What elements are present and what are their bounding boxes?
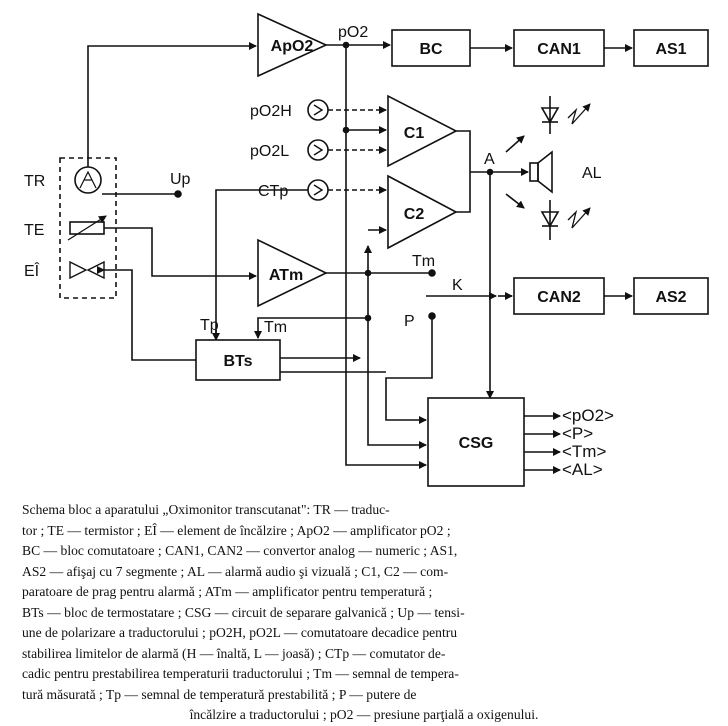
apo2-amplifier bbox=[257, 12, 328, 78]
csg-label: CSG bbox=[459, 435, 494, 452]
ctp-label: CTp bbox=[258, 183, 288, 200]
as2-label: AS2 bbox=[655, 289, 686, 306]
po2h-switch-icon bbox=[307, 99, 329, 121]
led-bottom-icon bbox=[540, 200, 591, 240]
c2-label: C2 bbox=[404, 206, 425, 223]
output-al: <AL> bbox=[562, 460, 603, 479]
speaker-icon bbox=[529, 150, 553, 194]
c1-label: C1 bbox=[404, 125, 425, 142]
bts-block bbox=[195, 339, 281, 381]
caption-line: tor ; TE — termistor ; EÎ — element de î… bbox=[22, 522, 451, 538]
csg-block bbox=[427, 397, 525, 487]
te-label: TE bbox=[24, 222, 44, 239]
atm-label: ATm bbox=[269, 267, 303, 284]
po2l-label: pO2L bbox=[250, 143, 289, 160]
caption-line: încălzire a traductorului ; pO2 — presiu… bbox=[189, 707, 539, 722]
tp-label: Tp bbox=[200, 317, 219, 334]
led-top-icon bbox=[540, 96, 591, 134]
caption-line: AS2 — afişaj cu 7 segmente ; AL — alarmă… bbox=[22, 563, 449, 579]
p-label: P bbox=[404, 313, 415, 330]
caption-line: stabilirea limitelor de alarmă (H — înal… bbox=[22, 645, 446, 661]
po2-top-label: pO2 bbox=[338, 24, 368, 41]
output-p: <P> bbox=[562, 424, 593, 443]
tm-bts-label: Tm bbox=[264, 319, 287, 336]
caption-line: BTs — bloc de termostatare ; CSG — circu… bbox=[22, 604, 465, 620]
tm-label: Tm bbox=[412, 253, 435, 270]
tr-label: TR bbox=[24, 173, 45, 190]
can2-label: CAN2 bbox=[537, 289, 581, 306]
output-tm: <Tm> bbox=[562, 442, 606, 461]
atm-amplifier bbox=[257, 238, 328, 308]
output-po2: <pO2> bbox=[562, 406, 614, 425]
k-label: K bbox=[452, 277, 463, 294]
po2l-switch-icon bbox=[307, 139, 329, 161]
up-label: Up bbox=[170, 171, 191, 188]
caption-line: tură măsurată ; Tp — semnal de temperatu… bbox=[22, 686, 417, 702]
apo2-label: ApO2 bbox=[271, 38, 314, 55]
ei-label: EÎ bbox=[24, 261, 40, 280]
caption-line: Schema bloc a aparatului „Oximonitor tra… bbox=[22, 502, 390, 517]
as1-label: AS1 bbox=[655, 41, 686, 58]
can1-label: CAN1 bbox=[537, 41, 581, 58]
caption-line: une de polarizare a traductorului ; pO2H… bbox=[22, 625, 458, 640]
bc-label: BC bbox=[419, 41, 443, 58]
ei-heater-symbol bbox=[69, 260, 105, 280]
al-label: AL bbox=[582, 165, 602, 182]
as1-block bbox=[633, 29, 709, 67]
caption-line: cadic pentru prestabilirea temperaturii … bbox=[22, 666, 459, 681]
caption-line: paratoare de prag pentru alarmă ; ATm — … bbox=[22, 584, 433, 599]
bts-label: BTs bbox=[223, 353, 252, 370]
ctp-switch-icon bbox=[307, 179, 329, 201]
c2-comparator bbox=[387, 174, 458, 250]
node-a-label: A bbox=[484, 151, 495, 168]
caption-line: BC — bloc comutatoare ; CAN1, CAN2 — con… bbox=[22, 543, 458, 558]
po2h-label: pO2H bbox=[250, 103, 292, 120]
as2-block bbox=[633, 277, 709, 315]
c1-comparator bbox=[387, 94, 458, 168]
figure-caption: Schema bloc a aparatului „Oximonitor tra… bbox=[22, 500, 706, 726]
block-diagram: ApO2 pO2 BC CAN1 AS1 pO2H pO2L CTp C1 C2… bbox=[24, 12, 709, 487]
